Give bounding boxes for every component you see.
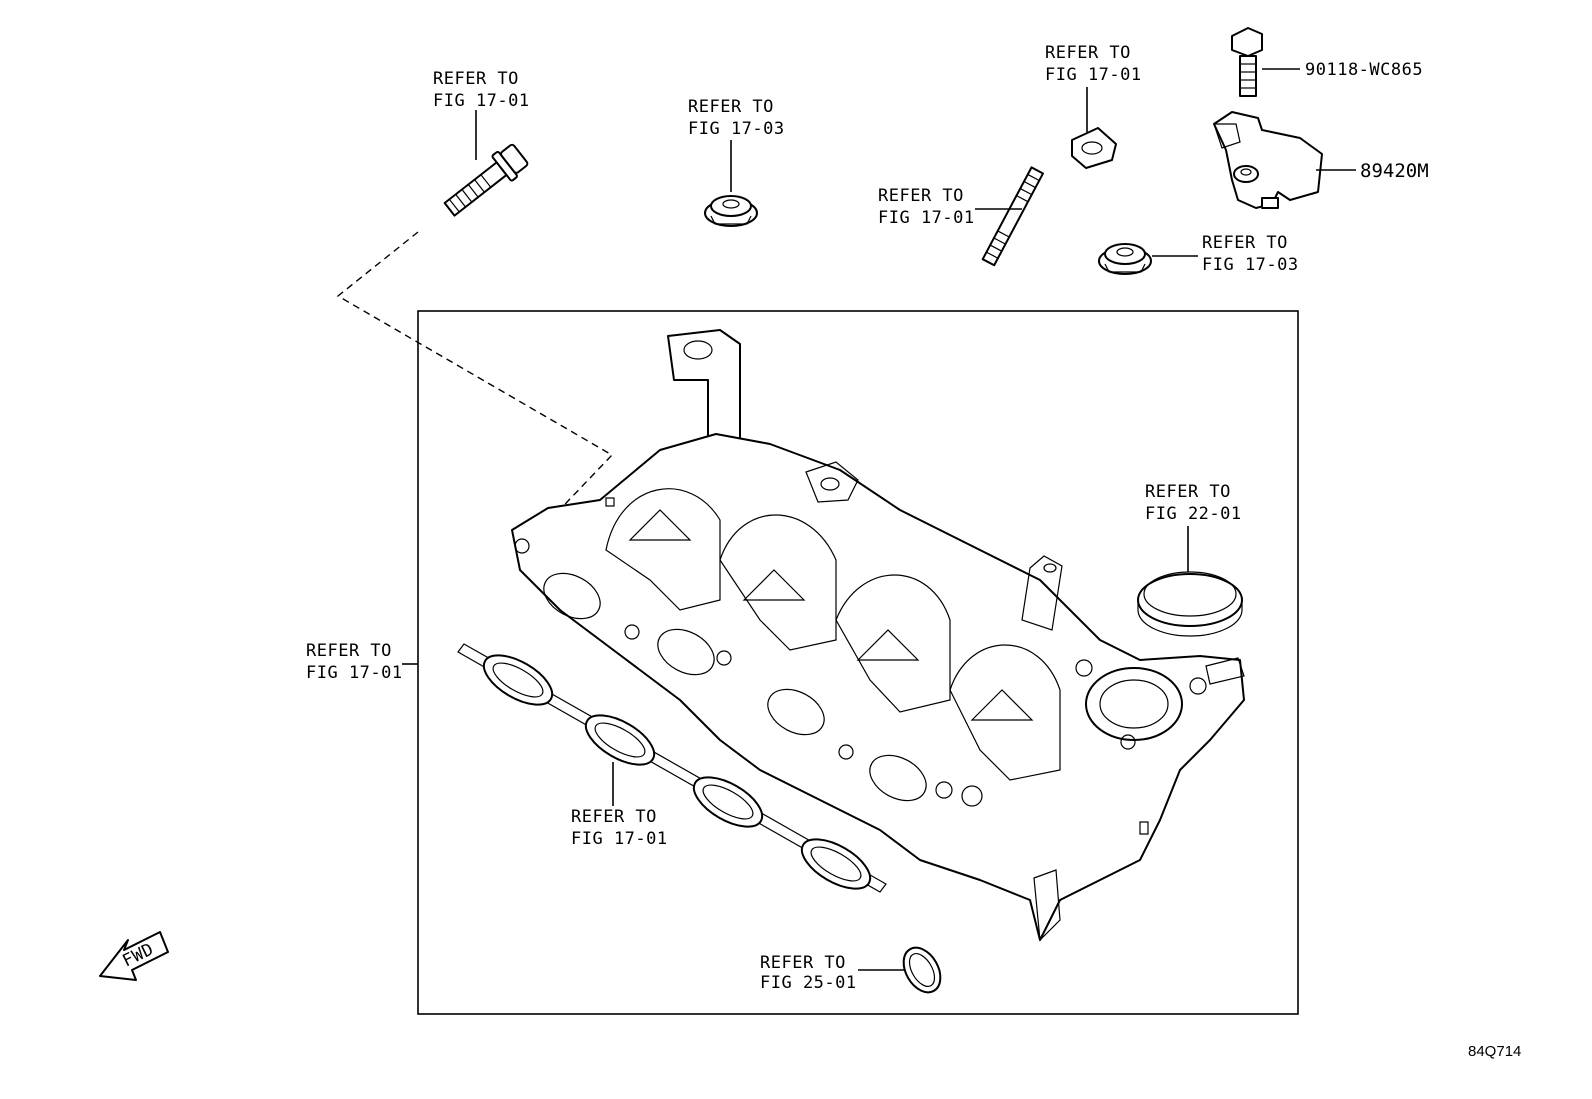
callout-gasket-center-line2: FIG 17-03 bbox=[688, 119, 785, 139]
callout-bolt-left-line1: REFER TO bbox=[433, 69, 519, 89]
gasket-nut-right bbox=[1098, 243, 1152, 275]
figure-reference: 84Q714 bbox=[1468, 1043, 1521, 1060]
callout-gasket-right-line1: REFER TO bbox=[1202, 233, 1288, 253]
callout-gasket-line1: REFER TO bbox=[571, 807, 657, 827]
pressure-sensor bbox=[1213, 111, 1323, 209]
part-number-bolt: 90118-WC865 bbox=[1305, 60, 1423, 80]
intake-manifold bbox=[511, 329, 1245, 942]
callout-stud-line2: FIG 17-01 bbox=[878, 208, 975, 228]
assembly-frame bbox=[417, 310, 1299, 1015]
callout-gasket-right-line2: FIG 17-03 bbox=[1202, 255, 1299, 275]
intake-gasket bbox=[457, 643, 887, 893]
part-number-sensor: 89420M bbox=[1360, 160, 1429, 182]
callout-manifold-line1: REFER TO bbox=[306, 641, 392, 661]
o-ring-small bbox=[902, 946, 942, 994]
callout-o-ring-large-line1: REFER TO bbox=[1145, 482, 1231, 502]
callout-stud-line1: REFER TO bbox=[878, 186, 964, 206]
hex-nut-right bbox=[1071, 127, 1117, 169]
o-ring-large bbox=[1137, 571, 1243, 637]
callout-o-ring-small-line2: FIG 25-01 bbox=[760, 973, 857, 993]
stud-bolt bbox=[981, 166, 1045, 267]
callout-o-ring-large-line2: FIG 22-01 bbox=[1145, 504, 1242, 524]
flange-bolt-left bbox=[443, 143, 529, 217]
callout-nut-right-line1: REFER TO bbox=[1045, 43, 1131, 63]
callout-nut-right-line2: FIG 17-01 bbox=[1045, 65, 1142, 85]
forward-direction-arrow: FWD bbox=[99, 931, 169, 981]
callout-gasket-center-line1: REFER TO bbox=[688, 97, 774, 117]
callout-gasket-line2: FIG 17-01 bbox=[571, 829, 668, 849]
callout-bolt-left-line2: FIG 17-01 bbox=[433, 91, 530, 111]
callout-manifold-line2: FIG 17-01 bbox=[306, 663, 403, 683]
sensor-bolt bbox=[1231, 27, 1263, 97]
gasket-nut-center bbox=[704, 195, 758, 227]
callout-o-ring-small-line1: REFER TO bbox=[760, 953, 846, 973]
